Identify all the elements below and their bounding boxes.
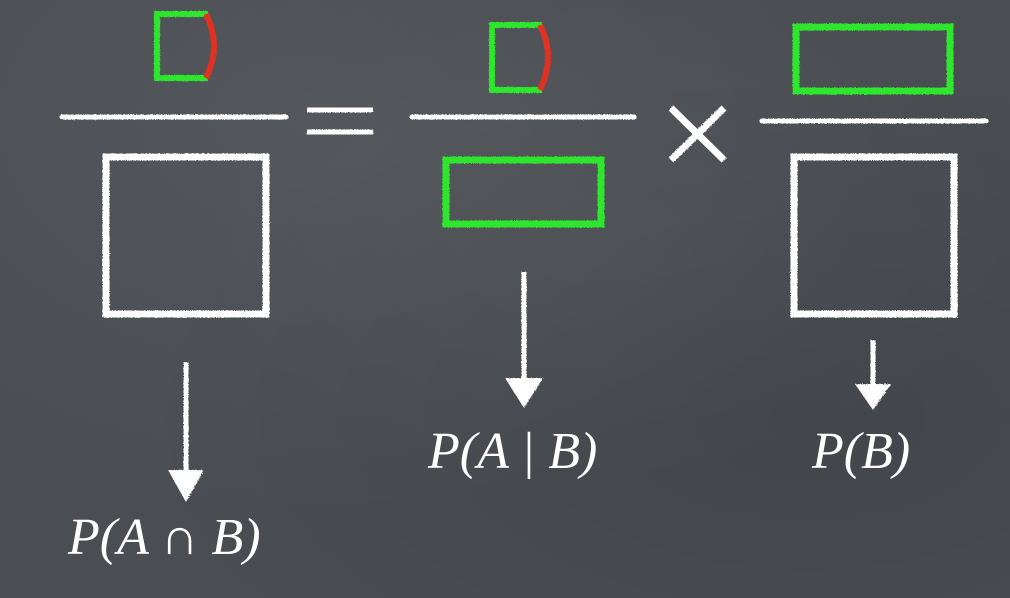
left-denominator-box (102, 153, 270, 318)
joint-probability-label: P(A ∩ B) (68, 509, 261, 566)
left-numerator-intersection-icon (154, 11, 217, 81)
down-arrow-icon-middle (505, 272, 543, 408)
down-arrow-icon-right (855, 340, 891, 410)
marginal-probability-label: P(B) (812, 423, 911, 480)
conditional-probability-label: P(A | B) (428, 423, 598, 480)
times-icon (668, 105, 727, 163)
right-fraction (759, 23, 989, 318)
middle-fraction (409, 22, 637, 228)
middle-denominator-b-box (442, 156, 605, 228)
right-numerator-b-box (792, 23, 954, 95)
equals-icon (307, 105, 373, 137)
left-fraction (59, 11, 289, 318)
right-denominator-box (790, 153, 958, 318)
down-arrow-icon-left (168, 362, 204, 502)
middle-numerator-intersection-icon (489, 22, 551, 93)
